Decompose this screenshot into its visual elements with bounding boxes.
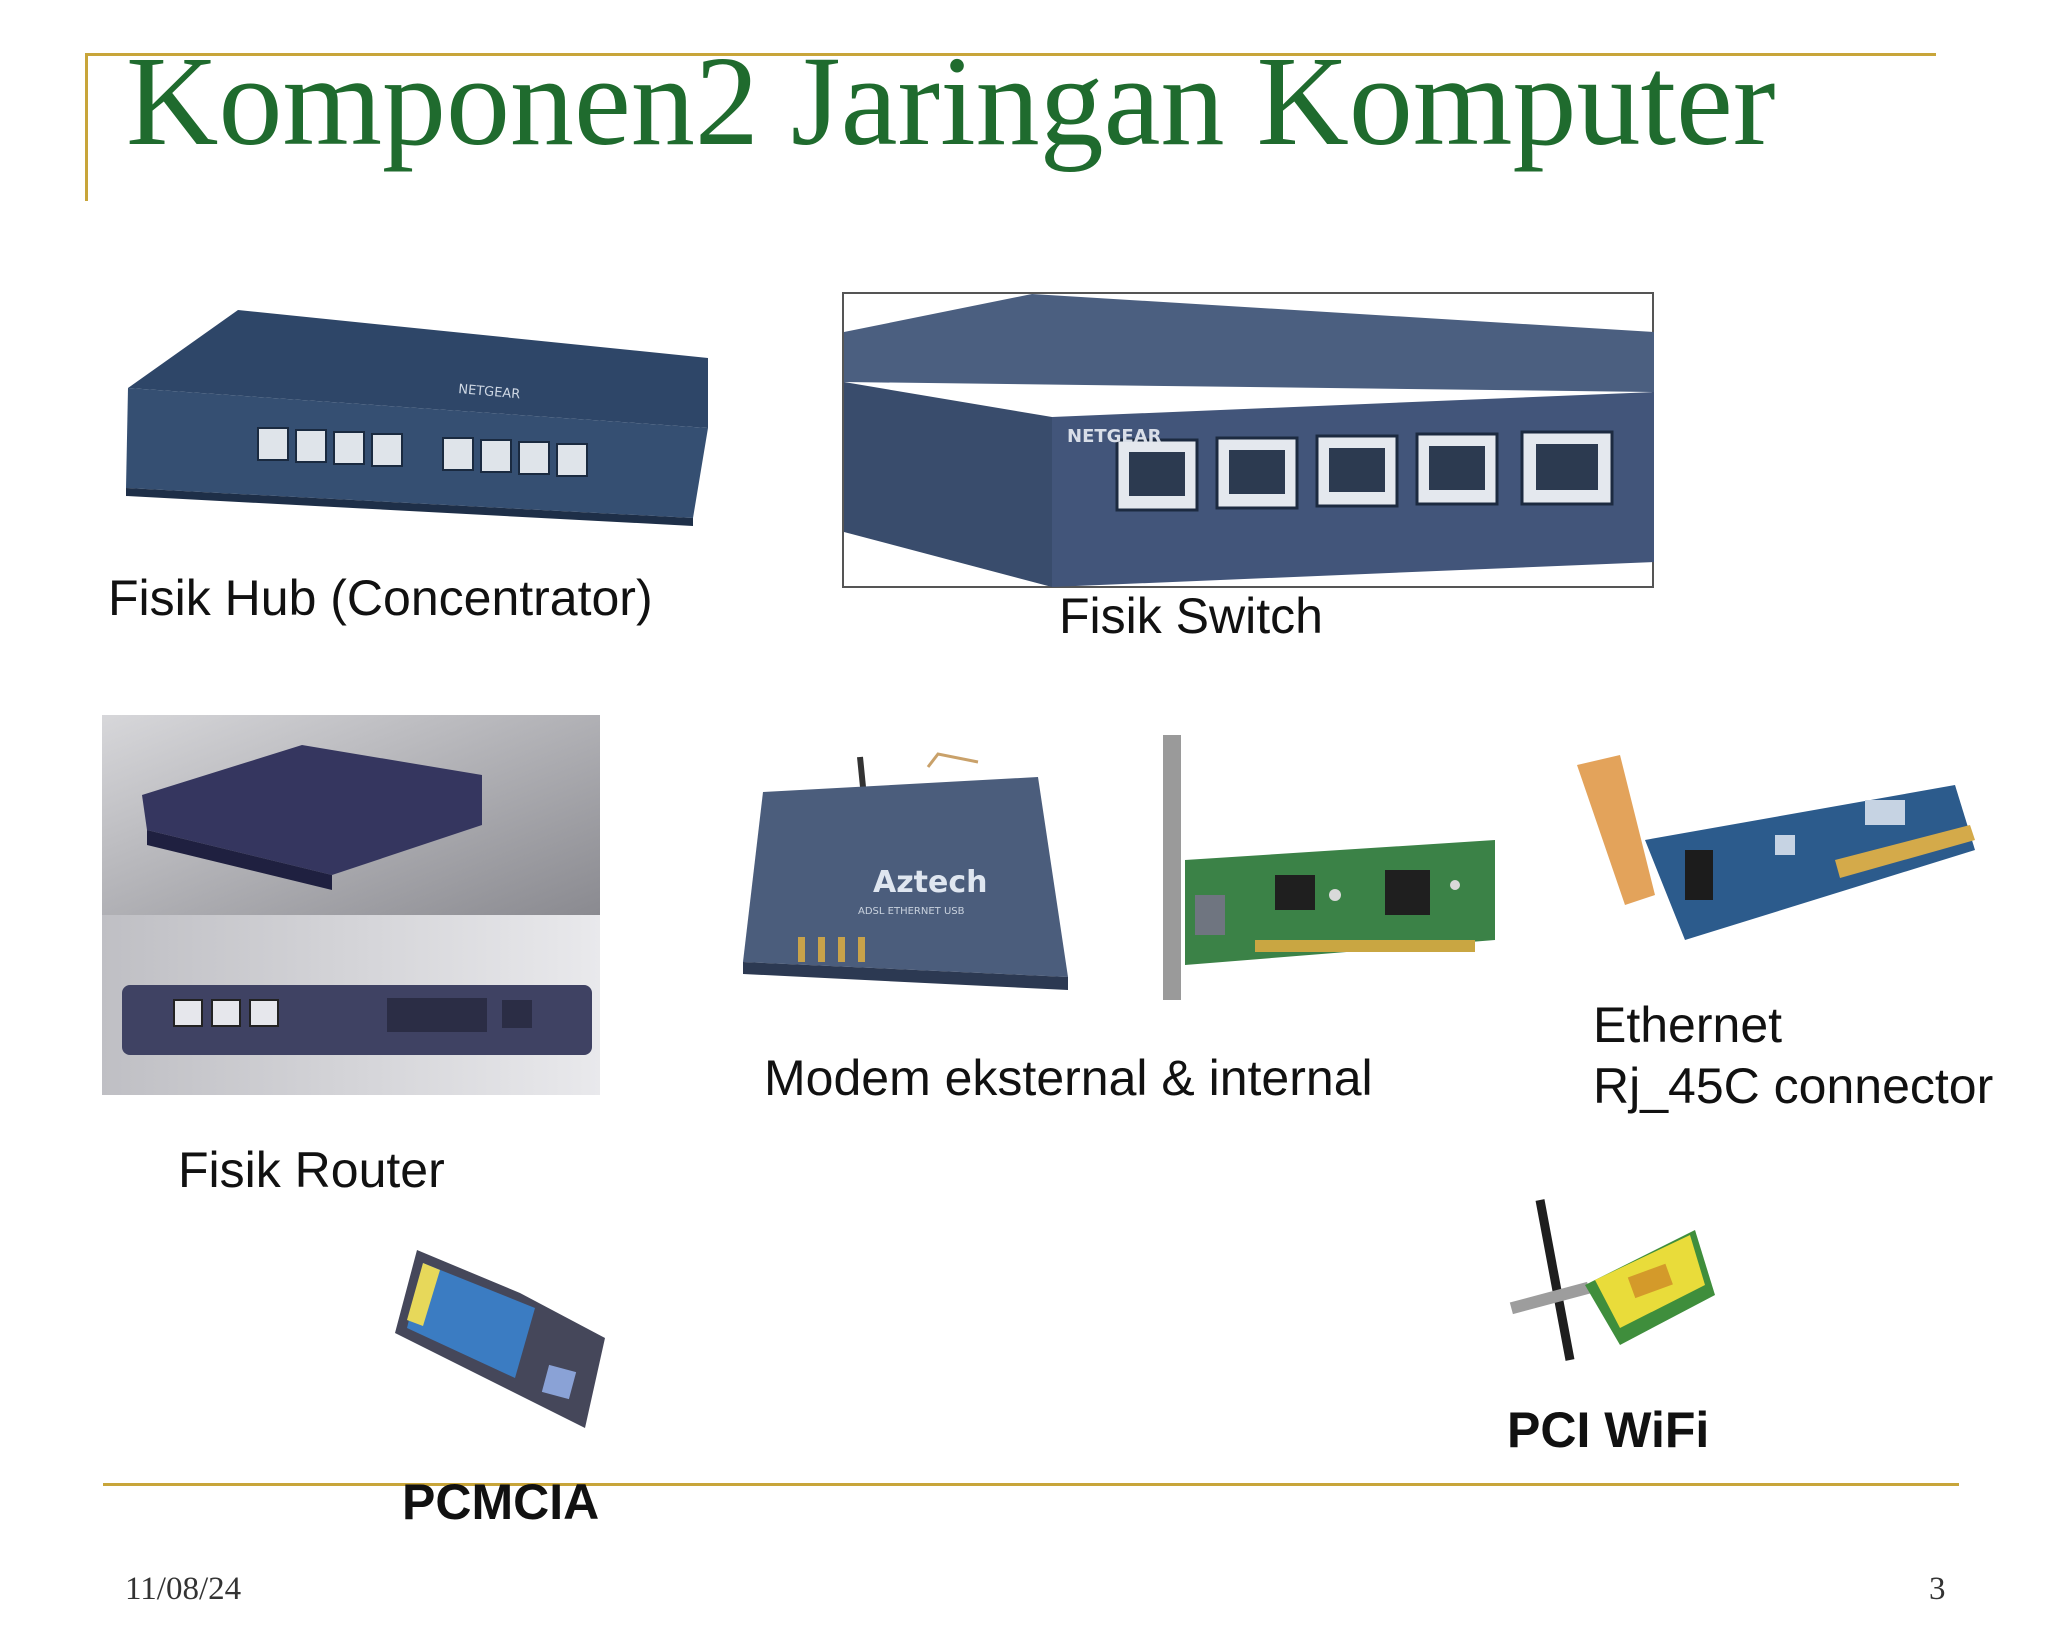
title-rule-top bbox=[86, 53, 1936, 56]
page-number: 3 bbox=[1929, 1571, 1946, 1607]
modem-caption: Modem eksternal & internal bbox=[764, 1050, 1373, 1106]
router-image bbox=[102, 715, 600, 1095]
modem-sub-label: ADSL ETHERNET USB bbox=[858, 906, 965, 917]
pcmcia-caption: PCMCIA bbox=[402, 1474, 600, 1530]
hub-image: NETGEAR bbox=[126, 310, 708, 526]
router-caption: Fisik Router bbox=[178, 1142, 445, 1198]
ethernet-caption-line2: Rj_45C connector bbox=[1593, 1058, 1994, 1114]
slide-title: Komponen2 Jaringan Komputer bbox=[126, 30, 1776, 172]
title-rule-left bbox=[85, 53, 88, 201]
hub-caption: Fisik Hub (Concentrator) bbox=[108, 570, 653, 626]
external-modem-image: Aztech ADSL ETHERNET USB bbox=[743, 752, 1068, 990]
switch-caption: Fisik Switch bbox=[1059, 588, 1323, 644]
pci-wifi-card-image bbox=[1509, 1199, 1715, 1361]
modem-brand-label: Aztech bbox=[873, 865, 988, 900]
internal-modem-card-image bbox=[1163, 735, 1495, 1000]
pcmcia-card-image bbox=[395, 1250, 605, 1428]
ethernet-card-image bbox=[1577, 755, 1975, 940]
footer-rule bbox=[103, 1483, 1959, 1486]
switch-brand-label: NETGEAR bbox=[1067, 426, 1162, 447]
hub-brand-label: NETGEAR bbox=[458, 382, 521, 402]
switch-image: NETGEAR bbox=[842, 292, 1654, 588]
ethernet-caption-line1: Ethernet bbox=[1593, 997, 1783, 1053]
pci-wifi-caption: PCI WiFi bbox=[1507, 1402, 1710, 1458]
footer-date: 11/08/24 bbox=[125, 1571, 242, 1607]
